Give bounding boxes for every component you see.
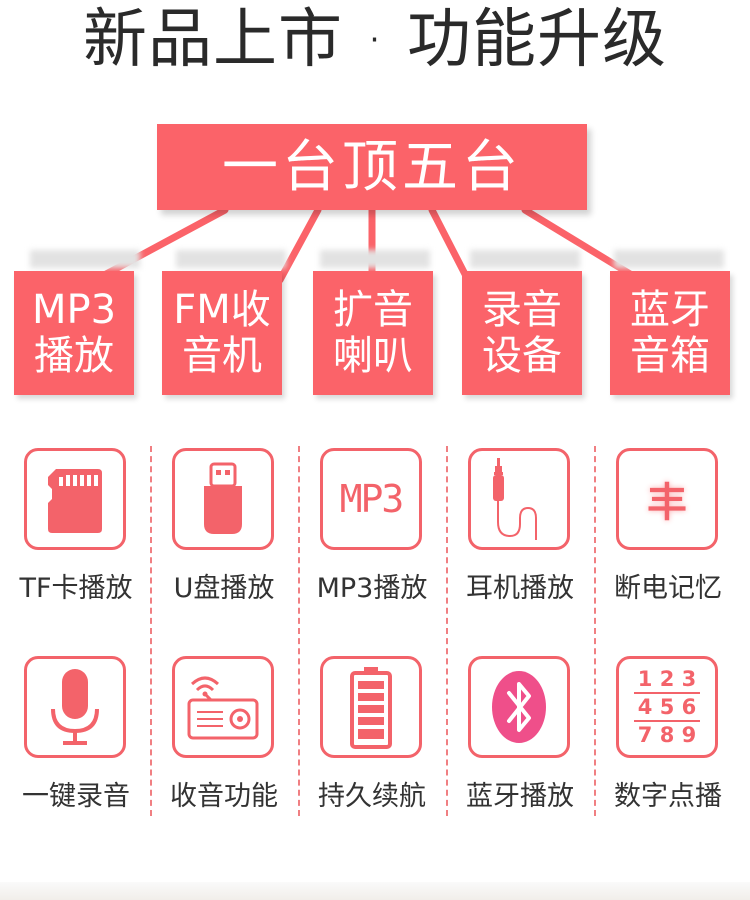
feature-mp3: MP3 MP3播放: [299, 448, 445, 638]
feature-label: 一键录音: [22, 781, 130, 812]
mode-line1: MP3: [31, 287, 117, 333]
feature-label: 收音功能: [170, 781, 278, 812]
chip-memory-glyph: 丰: [647, 480, 687, 526]
feature-headphone: 耳机播放: [447, 448, 593, 638]
divider: [446, 446, 448, 816]
mode-line2: 音机: [182, 333, 262, 379]
feature-label: 蓝牙播放: [466, 781, 574, 812]
connector-lines: [91, 206, 644, 284]
feature-record: 一键录音: [3, 656, 149, 846]
feature-label: 耳机播放: [466, 573, 574, 604]
footer-strip: [0, 882, 750, 900]
keypad-row: 7 8 9: [637, 723, 697, 747]
keypad-row: 4 5 6: [633, 694, 701, 722]
tf-card-icon: [24, 448, 126, 550]
feature-radio: 收音功能: [151, 656, 297, 846]
mp3-icon-text: MP3: [339, 477, 405, 521]
banner: 一台顶五台: [157, 124, 587, 210]
divider: [150, 446, 152, 816]
divider: [594, 446, 596, 816]
mode-line1: 录音: [482, 287, 562, 333]
mode-bluetooth-speaker: 蓝牙 音箱: [610, 271, 730, 395]
mode-line2: 音箱: [630, 333, 710, 379]
mode-line2: 播放: [34, 333, 114, 379]
keypad-row: 1 2 3: [633, 666, 701, 694]
shadow-bar: [30, 250, 140, 268]
feature-bluetooth: 蓝牙播放: [447, 656, 593, 846]
mode-fm-radio: FM收 音机: [162, 271, 282, 395]
radio-icon: [172, 656, 274, 758]
feature-label: TF卡播放: [19, 573, 133, 604]
headline: 新品上市 · 功能升级: [82, 3, 668, 77]
shadow-bar: [176, 250, 286, 268]
feature-battery: 持久续航: [299, 656, 445, 846]
mode-line2: 喇叭: [333, 333, 413, 379]
shadow-bar: [470, 250, 580, 268]
shadow-bar: [320, 250, 430, 268]
divider: [298, 446, 300, 816]
battery-icon: [320, 656, 422, 758]
feature-label: 断电记忆: [614, 573, 722, 604]
chip-memory-icon: 丰: [616, 448, 718, 550]
headphone-jack-icon: [468, 448, 570, 550]
feature-tf-card: TF卡播放: [3, 448, 149, 638]
feature-usb-drive: U盘播放: [151, 448, 297, 638]
usb-drive-icon: [172, 448, 274, 550]
feature-number-keypad: 1 2 3 4 5 6 7 8 9 数字点播: [595, 656, 741, 846]
bluetooth-icon: [468, 656, 570, 758]
feature-power-memory: 丰 断电记忆: [595, 448, 741, 638]
mp3-icon: MP3: [320, 448, 422, 550]
number-keypad-icon: 1 2 3 4 5 6 7 8 9: [616, 656, 718, 758]
mode-line1: FM收: [173, 287, 271, 333]
feature-label: 持久续航: [318, 781, 426, 812]
mode-mp3-player: MP3 播放: [14, 271, 134, 395]
feature-label: MP3播放: [316, 573, 428, 604]
shadow-bar: [614, 250, 724, 268]
mode-line1: 扩音: [333, 287, 413, 333]
mode-loudspeaker: 扩音 喇叭: [313, 271, 433, 395]
feature-label: 数字点播: [614, 781, 722, 812]
mode-line2: 设备: [482, 333, 562, 379]
feature-label: U盘播放: [173, 573, 275, 604]
microphone-icon: [24, 656, 126, 758]
mode-line1: 蓝牙: [630, 287, 710, 333]
mode-recorder: 录音 设备: [462, 271, 582, 395]
